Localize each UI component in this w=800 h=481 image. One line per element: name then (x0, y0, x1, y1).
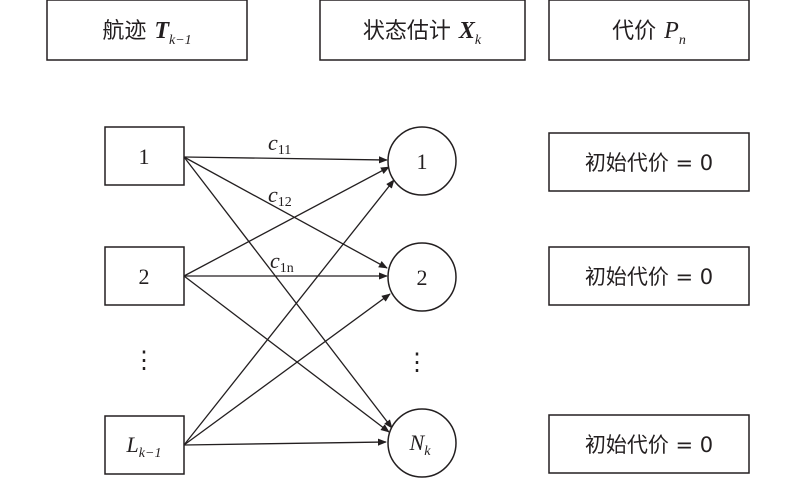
svg-text:初始代价 = 0: 初始代价 = 0 (585, 433, 713, 457)
svg-text:Lk−1: Lk−1 (126, 432, 162, 461)
edge-label-c1n: c1n (270, 248, 294, 276)
track-node-2: 2 (104, 246, 185, 306)
header-cost: 代价 Pn (548, 0, 750, 61)
header-states-symbol: X (458, 18, 476, 44)
track-node-l: Lk−1 (104, 415, 185, 475)
cost-box-1: 初始代价 = 0 (548, 132, 750, 192)
svg-text:初始代价 = 0: 初始代价 = 0 (585, 151, 713, 175)
header-tracks: 航迹 Tk−1 (46, 0, 248, 61)
cost-box-2: 初始代价 = 0 (548, 246, 750, 306)
header-states-subscript: k (475, 33, 482, 48)
edge-label-c11: c11 (268, 130, 291, 158)
edge-l-1 (183, 179, 395, 446)
header-states-label: 状态估计 (363, 19, 451, 44)
edges (183, 156, 395, 446)
state-node-n: Nk (387, 408, 457, 478)
edge-label-c12: c12 (268, 182, 292, 210)
svg-text:Nk: Nk (409, 430, 432, 459)
state-node-2: 2 (387, 242, 457, 312)
track-node-1: 1 (104, 126, 185, 186)
svg-text:2: 2 (417, 265, 428, 290)
edge-labels: c11 c12 c1n (268, 130, 294, 276)
svg-text:1: 1 (417, 149, 428, 174)
header-tracks-subscript: k−1 (169, 33, 192, 48)
header-cost-label: 代价 (612, 19, 656, 44)
edge-2-n (183, 275, 390, 433)
cost-box-3: 初始代价 = 0 (548, 414, 750, 474)
state-ellipsis: ⋮ (405, 350, 429, 376)
header-cost-symbol: P (663, 18, 679, 44)
edge-1-n (183, 156, 393, 429)
edge-2-1 (183, 166, 390, 277)
header-tracks-symbol: T (154, 18, 170, 44)
edge-l-2 (183, 293, 391, 446)
edge-l-n (183, 438, 387, 446)
edge-1-1 (183, 156, 388, 164)
track-ellipsis: ⋮ (132, 348, 156, 374)
header-cost-subscript: n (679, 33, 686, 48)
edge-1-2 (183, 156, 388, 269)
svg-text:1: 1 (139, 144, 150, 169)
header-states: 状态估计 Xk (319, 0, 526, 61)
svg-text:初始代价 = 0: 初始代价 = 0 (585, 265, 713, 289)
state-node-1: 1 (387, 126, 457, 196)
svg-text:2: 2 (139, 264, 150, 289)
header-tracks-label: 航迹 (102, 19, 146, 44)
